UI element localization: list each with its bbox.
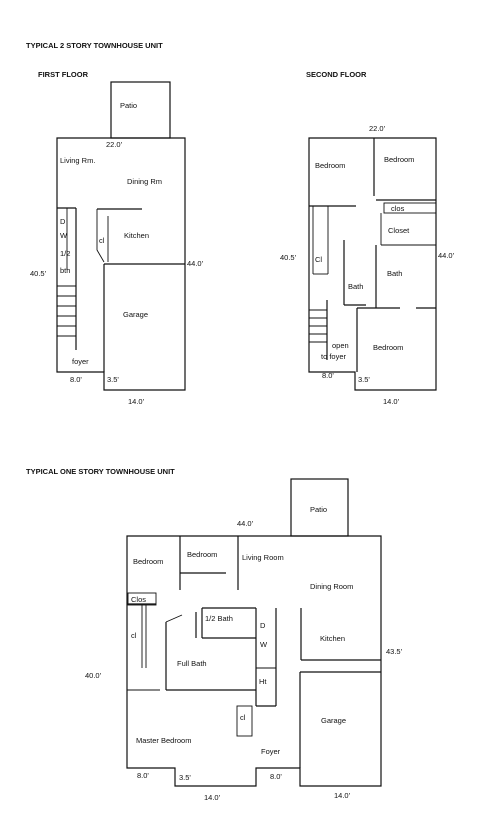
os-dim-bottom-e: 14.0' [334, 791, 351, 800]
ff-half-label: 1/2 [60, 249, 70, 258]
os-patio-label: Patio [310, 505, 327, 514]
os-garage-label: Garage [321, 716, 346, 725]
ff-foyer-label: foyer [72, 357, 89, 366]
sf-dim-bottom-b: 3.5' [358, 375, 370, 384]
os-clos-label: Clos [131, 595, 146, 604]
ff-closet-wall [96, 209, 105, 263]
two-story-heading: TYPICAL 2 STORY TOWNHOUSE UNIT [26, 41, 163, 50]
sf-to-foyer-label: to foyer [321, 352, 347, 361]
sf-outer-wall [308, 137, 437, 391]
one-story-heading: TYPICAL ONE STORY TOWNHOUSE UNIT [26, 467, 175, 476]
sf-dim-left: 40.5' [280, 253, 297, 262]
sf-bath2-label: Bath [387, 269, 402, 278]
os-full-bath-label: Full Bath [177, 659, 207, 668]
sf-bedroom1-label: Bedroom [315, 161, 345, 170]
sf-open-label: open [332, 341, 349, 350]
ff-d-label: D [60, 217, 66, 226]
ff-kitchen-label: Kitchen [124, 231, 149, 240]
first-floor-heading: FIRST FLOOR [38, 70, 89, 79]
os-cl2-box [236, 705, 253, 737]
first-floor-plan: Patio Living Rm. Dining Rm Kitchen cl D … [30, 81, 204, 406]
ff-patio-label: Patio [120, 101, 137, 110]
os-dining-label: Dining Room [310, 582, 353, 591]
ff-cl-label: cl [99, 236, 105, 245]
sf-bath1-label: Bath [348, 282, 363, 291]
os-dim-top: 44.0' [237, 519, 254, 528]
os-w-label: W [260, 640, 268, 649]
ff-dim-right: 44.0' [187, 259, 204, 268]
os-bedroom1-label: Bedroom [133, 557, 163, 566]
ff-dim-bottom-a: 8.0' [70, 375, 82, 384]
ff-w-label: W [60, 231, 68, 240]
os-dim-bottom-b: 3.5' [179, 773, 191, 782]
ff-garage-label: Garage [123, 310, 148, 319]
os-kitchen-label: Kitchen [320, 634, 345, 643]
one-story-plan: Patio Bedroom Bedroom Living Room Dining… [85, 478, 403, 802]
ff-patio-wall [110, 81, 171, 139]
sf-bedroom2-label: Bedroom [384, 155, 414, 164]
os-bedroom2-label: Bedroom [187, 550, 217, 559]
os-half-bath-label: 1/2 Bath [205, 614, 233, 623]
sf-cl-label: Cl [315, 255, 322, 264]
sf-dim-top: 22.0' [369, 124, 386, 133]
ff-living-label: Living Rm. [60, 156, 95, 165]
ff-dim-left: 40.5' [30, 269, 47, 278]
sf-dim-right: 44.0' [438, 251, 455, 260]
os-door-swing [165, 614, 183, 623]
sf-dim-bottom-a: 8.0' [322, 371, 334, 380]
ff-dim-bottom-c: 14.0' [128, 397, 145, 406]
sf-dim-bottom-c: 14.0' [383, 397, 400, 406]
os-foyer-label: Foyer [261, 747, 281, 756]
ff-dim-top: 22.0' [106, 140, 123, 149]
os-master-label: Master Bedroom [136, 736, 191, 745]
os-dim-left: 40.0' [85, 671, 102, 680]
ff-dining-label: Dining Rm [127, 177, 162, 186]
os-ht-label: Ht [259, 677, 267, 686]
sf-clos-label: clos [391, 204, 405, 213]
sf-stair-treads [309, 309, 327, 343]
ff-stair-treads [57, 285, 76, 337]
os-d-label: D [260, 621, 266, 630]
os-dim-bottom-a: 8.0' [137, 771, 149, 780]
os-dim-right: 43.5' [386, 647, 403, 656]
ff-bth-label: bth [60, 266, 70, 275]
os-living-label: Living Room [242, 553, 284, 562]
os-cl2-label: cl [240, 713, 246, 722]
second-floor-heading: SECOND FLOOR [306, 70, 367, 79]
os-dim-bottom-c: 14.0' [204, 793, 221, 802]
os-outer-wall [126, 535, 382, 787]
sf-clos-box [383, 202, 437, 214]
ff-outer-wall [56, 137, 186, 391]
sf-closet-label: Closet [388, 226, 410, 235]
second-floor-plan: Bedroom Bedroom clos Closet Cl Bath Bath… [280, 124, 455, 406]
ff-dim-bottom-b: 3.5' [107, 375, 119, 384]
os-dim-bottom-d: 8.0' [270, 772, 282, 781]
os-cl1-label: cl [131, 631, 137, 640]
sf-bedroom3-label: Bedroom [373, 343, 403, 352]
